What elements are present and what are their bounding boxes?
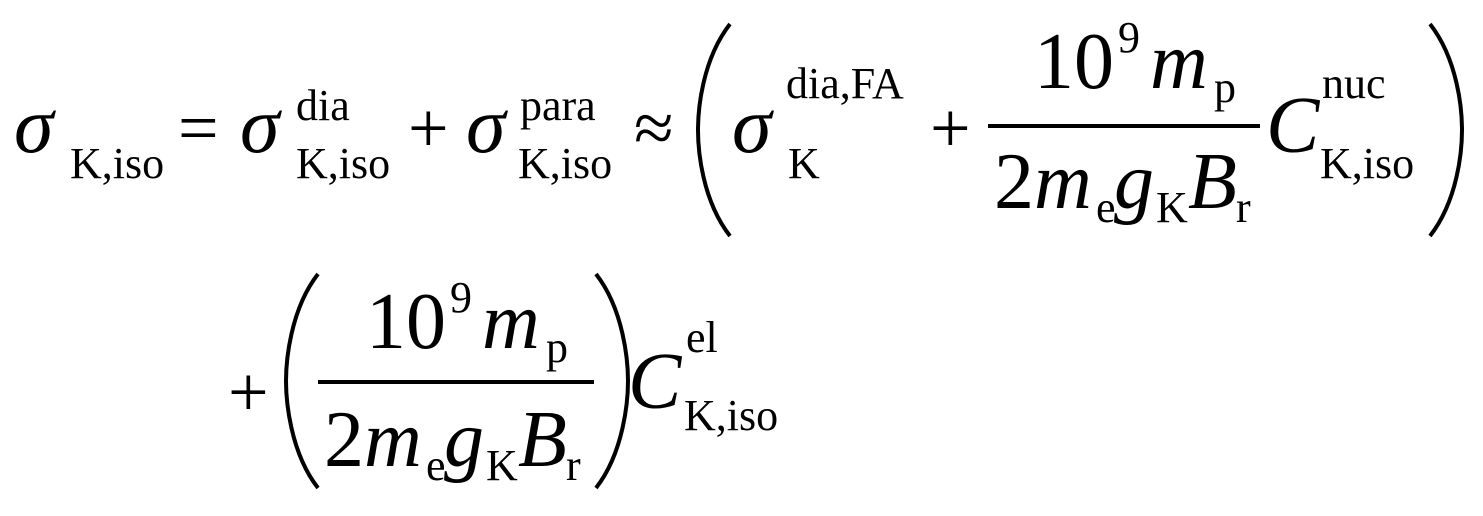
right-paren-line2	[594, 272, 631, 490]
term-C-el: C	[628, 338, 682, 426]
left-paren-line2	[283, 272, 320, 490]
frac2-den-m-sub: e	[426, 441, 446, 490]
frac1-den-B: B	[1188, 138, 1237, 226]
term2-sup: para	[520, 81, 596, 130]
term2-sub: K,iso	[518, 139, 613, 188]
frac1-num-var: m	[1150, 18, 1208, 106]
approx-sign: ≈	[634, 88, 674, 168]
term1-sub: K,iso	[296, 139, 391, 188]
frac1-den-m-sub: e	[1096, 183, 1116, 232]
frac2-den-B-sub: r	[566, 441, 581, 490]
frac1-den-coef: 2	[994, 138, 1034, 226]
lhs-sigma: σ	[14, 82, 54, 170]
term4-C: C	[1266, 82, 1320, 170]
frac2-num-exp: 9	[450, 273, 472, 322]
left-paren-large	[695, 22, 732, 238]
frac1-num-coef: 10	[1034, 18, 1114, 106]
frac1-num-exp: 9	[1118, 13, 1140, 62]
equals-sign: =	[178, 88, 219, 168]
plus-sign-3: +	[228, 352, 269, 432]
frac1-den-g-sub: K	[1156, 183, 1188, 232]
frac2-num-var-sub: p	[546, 323, 568, 372]
lhs-sub: K,iso	[70, 139, 165, 188]
term4-sub: K,iso	[1320, 139, 1415, 188]
frac2-den-m: m	[364, 396, 422, 484]
frac2-den-g: g	[444, 396, 484, 484]
plus-sign-2: +	[930, 88, 971, 168]
term1-sup: dia	[296, 81, 350, 130]
frac1-den-B-sub: r	[1236, 183, 1251, 232]
frac1-den-m: m	[1034, 138, 1092, 226]
right-paren-large	[1428, 22, 1465, 238]
term3-sigma: σ	[732, 82, 772, 170]
frac2-num-var: m	[482, 278, 540, 366]
term1-sigma: σ	[240, 82, 280, 170]
frac2-bar	[318, 380, 594, 384]
frac2-den-coef: 2	[324, 396, 364, 484]
frac2-den-g-sub: K	[486, 441, 518, 490]
term3-sub: K	[788, 139, 820, 188]
frac2-den-B: B	[518, 396, 567, 484]
term4-sup: nuc	[1322, 59, 1386, 108]
frac1-num-var-sub: p	[1214, 63, 1236, 112]
term3-sup: dia,FA	[786, 59, 904, 108]
term2-sigma: σ	[466, 82, 506, 170]
frac2-num-coef: 10	[366, 278, 446, 366]
term-C-el-sub: K,iso	[684, 391, 779, 440]
term-C-el-sup: el	[686, 313, 718, 362]
plus-sign-1: +	[408, 88, 449, 168]
frac1-bar	[988, 124, 1260, 128]
frac1-den-g: g	[1114, 138, 1154, 226]
